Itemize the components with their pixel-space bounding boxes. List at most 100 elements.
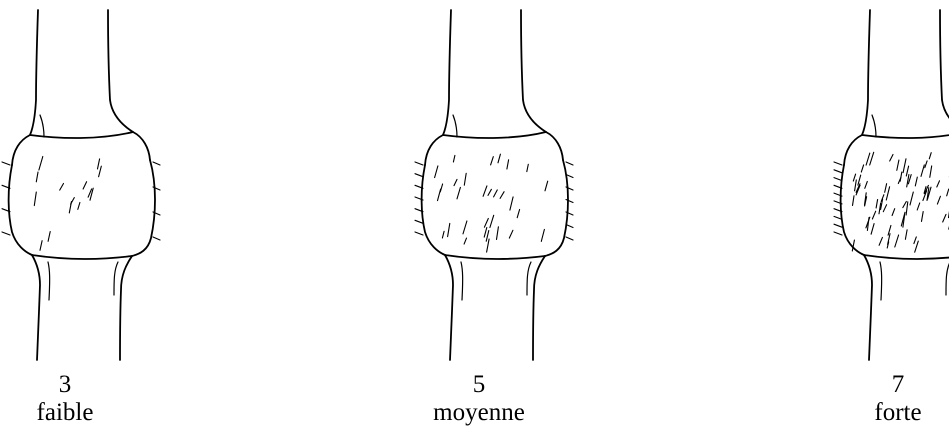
- hair-stroke: [500, 192, 504, 199]
- edge-bristle-left: [415, 174, 423, 177]
- node-left-edge: [841, 165, 864, 255]
- node-top-left: [12, 135, 30, 165]
- label-faible: faible: [0, 399, 145, 427]
- hair-stroke: [39, 157, 43, 171]
- hair-stroke: [865, 182, 868, 189]
- score-3: 3: [0, 371, 145, 399]
- caption-faible: 3 faible: [0, 371, 145, 427]
- hair-stroke: [866, 153, 870, 165]
- hair-stroke: [491, 157, 494, 165]
- hair-stroke: [906, 202, 908, 215]
- hair-stroke: [883, 205, 886, 212]
- lower-stem-left-edge: [32, 255, 40, 360]
- upper-stem-left-edge: [443, 10, 451, 135]
- upper-stem-shade: [40, 115, 44, 137]
- node-bottom-ring: [32, 255, 132, 259]
- edge-bristle-right: [566, 162, 573, 165]
- hair-stroke: [464, 173, 466, 185]
- upper-stem-left-edge: [862, 10, 870, 135]
- node-hairs: [415, 154, 573, 252]
- hair-stroke: [876, 200, 878, 209]
- hair-stroke: [947, 189, 949, 196]
- node-top-ring: [30, 132, 133, 138]
- hair-stroke: [541, 229, 544, 241]
- hair-stroke: [886, 187, 889, 200]
- hair-stroke: [440, 184, 442, 192]
- stem-node-7: [834, 10, 949, 360]
- hair-stroke: [906, 166, 908, 176]
- hair-stroke: [487, 239, 490, 252]
- edge-bristle-left: [415, 232, 423, 235]
- hair-stroke: [464, 238, 466, 244]
- upper-stem-shade: [453, 115, 457, 137]
- hair-stroke: [463, 221, 467, 234]
- edge-bristle-left: [2, 162, 10, 165]
- lower-stem-left-edge: [445, 255, 453, 360]
- hair-stroke: [853, 174, 855, 181]
- upper-stem-right-edge: [940, 10, 949, 132]
- edge-bristle-left: [2, 232, 10, 235]
- node-top-right: [546, 132, 563, 160]
- upper-stem-right-edge: [108, 10, 133, 132]
- node-left-edge: [9, 165, 32, 255]
- hair-stroke: [435, 166, 438, 178]
- node-top-ring: [862, 132, 949, 138]
- hair-stroke: [48, 232, 50, 242]
- node-right-edge: [545, 160, 568, 256]
- lower-stem-right-edge: [533, 256, 545, 360]
- hair-stroke: [507, 160, 509, 169]
- hair-stroke: [498, 154, 500, 163]
- upper-stem-right-edge: [521, 10, 546, 132]
- score-5: 5: [399, 371, 559, 399]
- hair-stroke: [855, 180, 857, 191]
- lower-stem-shade: [114, 262, 118, 295]
- hair-stroke: [510, 197, 513, 210]
- stem-node-5: [415, 10, 573, 360]
- hair-stroke: [509, 230, 513, 238]
- upper-stem-shade: [872, 115, 876, 137]
- hair-stroke: [914, 237, 916, 244]
- hair-stroke: [922, 212, 924, 222]
- hair-stroke: [497, 227, 499, 240]
- hair-stroke: [488, 189, 491, 195]
- hair-stroke: [892, 209, 895, 216]
- hair-stroke: [937, 181, 940, 187]
- hair-stroke: [484, 219, 488, 228]
- hair-stroke: [40, 241, 42, 251]
- hair-stroke: [910, 192, 913, 205]
- hair-stroke: [453, 155, 455, 162]
- hair-stroke: [917, 203, 920, 210]
- hair-stroke: [925, 161, 927, 168]
- hair-stroke: [895, 235, 899, 247]
- hair-stroke: [486, 231, 489, 242]
- hair-stroke: [871, 224, 874, 235]
- hair-stroke: [60, 184, 64, 191]
- node-top-ring: [443, 132, 546, 138]
- hair-stroke: [872, 211, 875, 219]
- node-top-right: [133, 132, 150, 160]
- lower-stem-left-edge: [864, 255, 872, 360]
- caption-moyenne: 5 moyenne: [399, 371, 559, 427]
- hair-stroke: [36, 172, 38, 182]
- hair-stroke: [98, 159, 100, 169]
- edge-bristle-right: [153, 237, 160, 240]
- lower-stem-shade: [527, 262, 531, 295]
- lower-stem-shade: [880, 262, 882, 300]
- edge-bristle-left: [834, 178, 842, 181]
- hair-stroke: [853, 196, 855, 206]
- hair-stroke: [915, 177, 917, 186]
- hair-stroke: [907, 175, 909, 187]
- hair-stroke: [457, 187, 460, 199]
- hair-stroke: [943, 214, 946, 222]
- node-bottom-ring: [864, 255, 949, 259]
- hair-stroke: [930, 166, 932, 177]
- hair-stroke: [69, 202, 71, 213]
- hair-stroke: [903, 202, 907, 208]
- lower-stem-shade: [48, 262, 50, 300]
- hair-stroke: [484, 228, 487, 238]
- hair-stroke: [494, 190, 498, 197]
- node-top-left: [844, 135, 862, 165]
- node-left-edge: [422, 165, 445, 255]
- hair-stroke: [897, 160, 899, 170]
- score-7: 7: [818, 371, 949, 399]
